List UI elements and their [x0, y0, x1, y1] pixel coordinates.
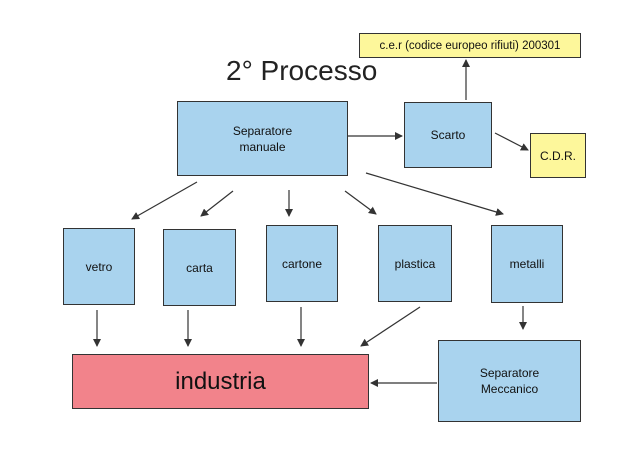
node-cer: c.e.r (codice europeo rifiuti) 200301	[359, 33, 581, 58]
arrow-scarto-to-cdr	[494, 132, 529, 151]
node-vetro: vetro	[63, 228, 135, 305]
arrow-separatore-to-metalli	[365, 172, 504, 216]
node-cartone: cartone	[266, 225, 338, 302]
node-plastica: plastica	[378, 225, 452, 302]
arrow-separatore-to-carta	[200, 190, 234, 217]
node-separatore-manuale: Separatore manuale	[177, 101, 348, 176]
arrow-plastica-to-industria	[360, 306, 421, 347]
node-cdr: C.D.R.	[530, 133, 586, 178]
arrow-separatore-to-vetro	[131, 181, 198, 220]
node-carta: carta	[163, 229, 236, 306]
node-metalli: metalli	[491, 225, 563, 303]
node-scarto: Scarto	[404, 102, 492, 168]
arrow-separatore-to-plastica	[344, 190, 377, 215]
node-separatore-meccanico: Separatore Meccanico	[438, 340, 581, 422]
diagram-title: 2° Processo	[226, 55, 378, 86]
node-industria: industria	[72, 354, 369, 409]
